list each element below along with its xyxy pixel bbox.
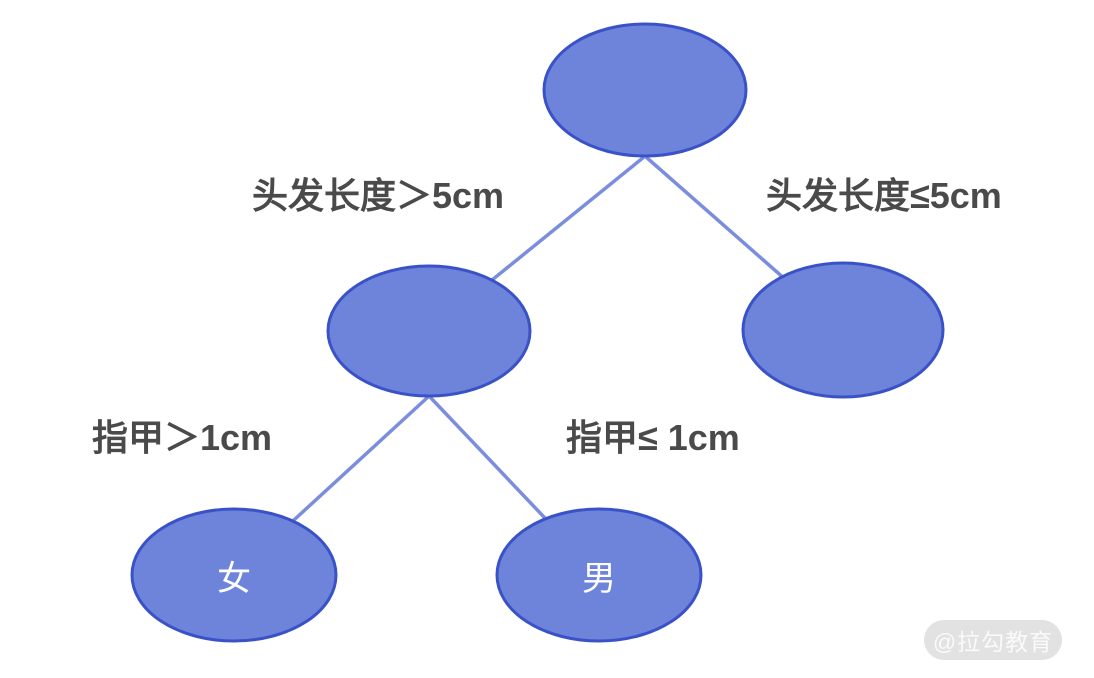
node-internal	[326, 264, 532, 398]
node-root	[542, 22, 748, 158]
watermark-badge: @拉勾教育	[924, 620, 1062, 660]
node-right-leaf	[741, 261, 945, 399]
node-female-leaf	[130, 507, 338, 643]
edge-label-hair-le-5cm: 头发长度≤5cm	[766, 175, 1002, 216]
edge-label-nail-gt-1cm: 指甲＞1cm	[92, 417, 273, 458]
edge-label-hair-gt-5cm: 头发长度＞5cm	[252, 175, 505, 216]
edge-label-nail-le-1cm: 指甲≤ 1cm	[566, 417, 740, 458]
watermark-text: @拉勾教育	[932, 629, 1054, 655]
node-male-leaf	[495, 507, 703, 643]
